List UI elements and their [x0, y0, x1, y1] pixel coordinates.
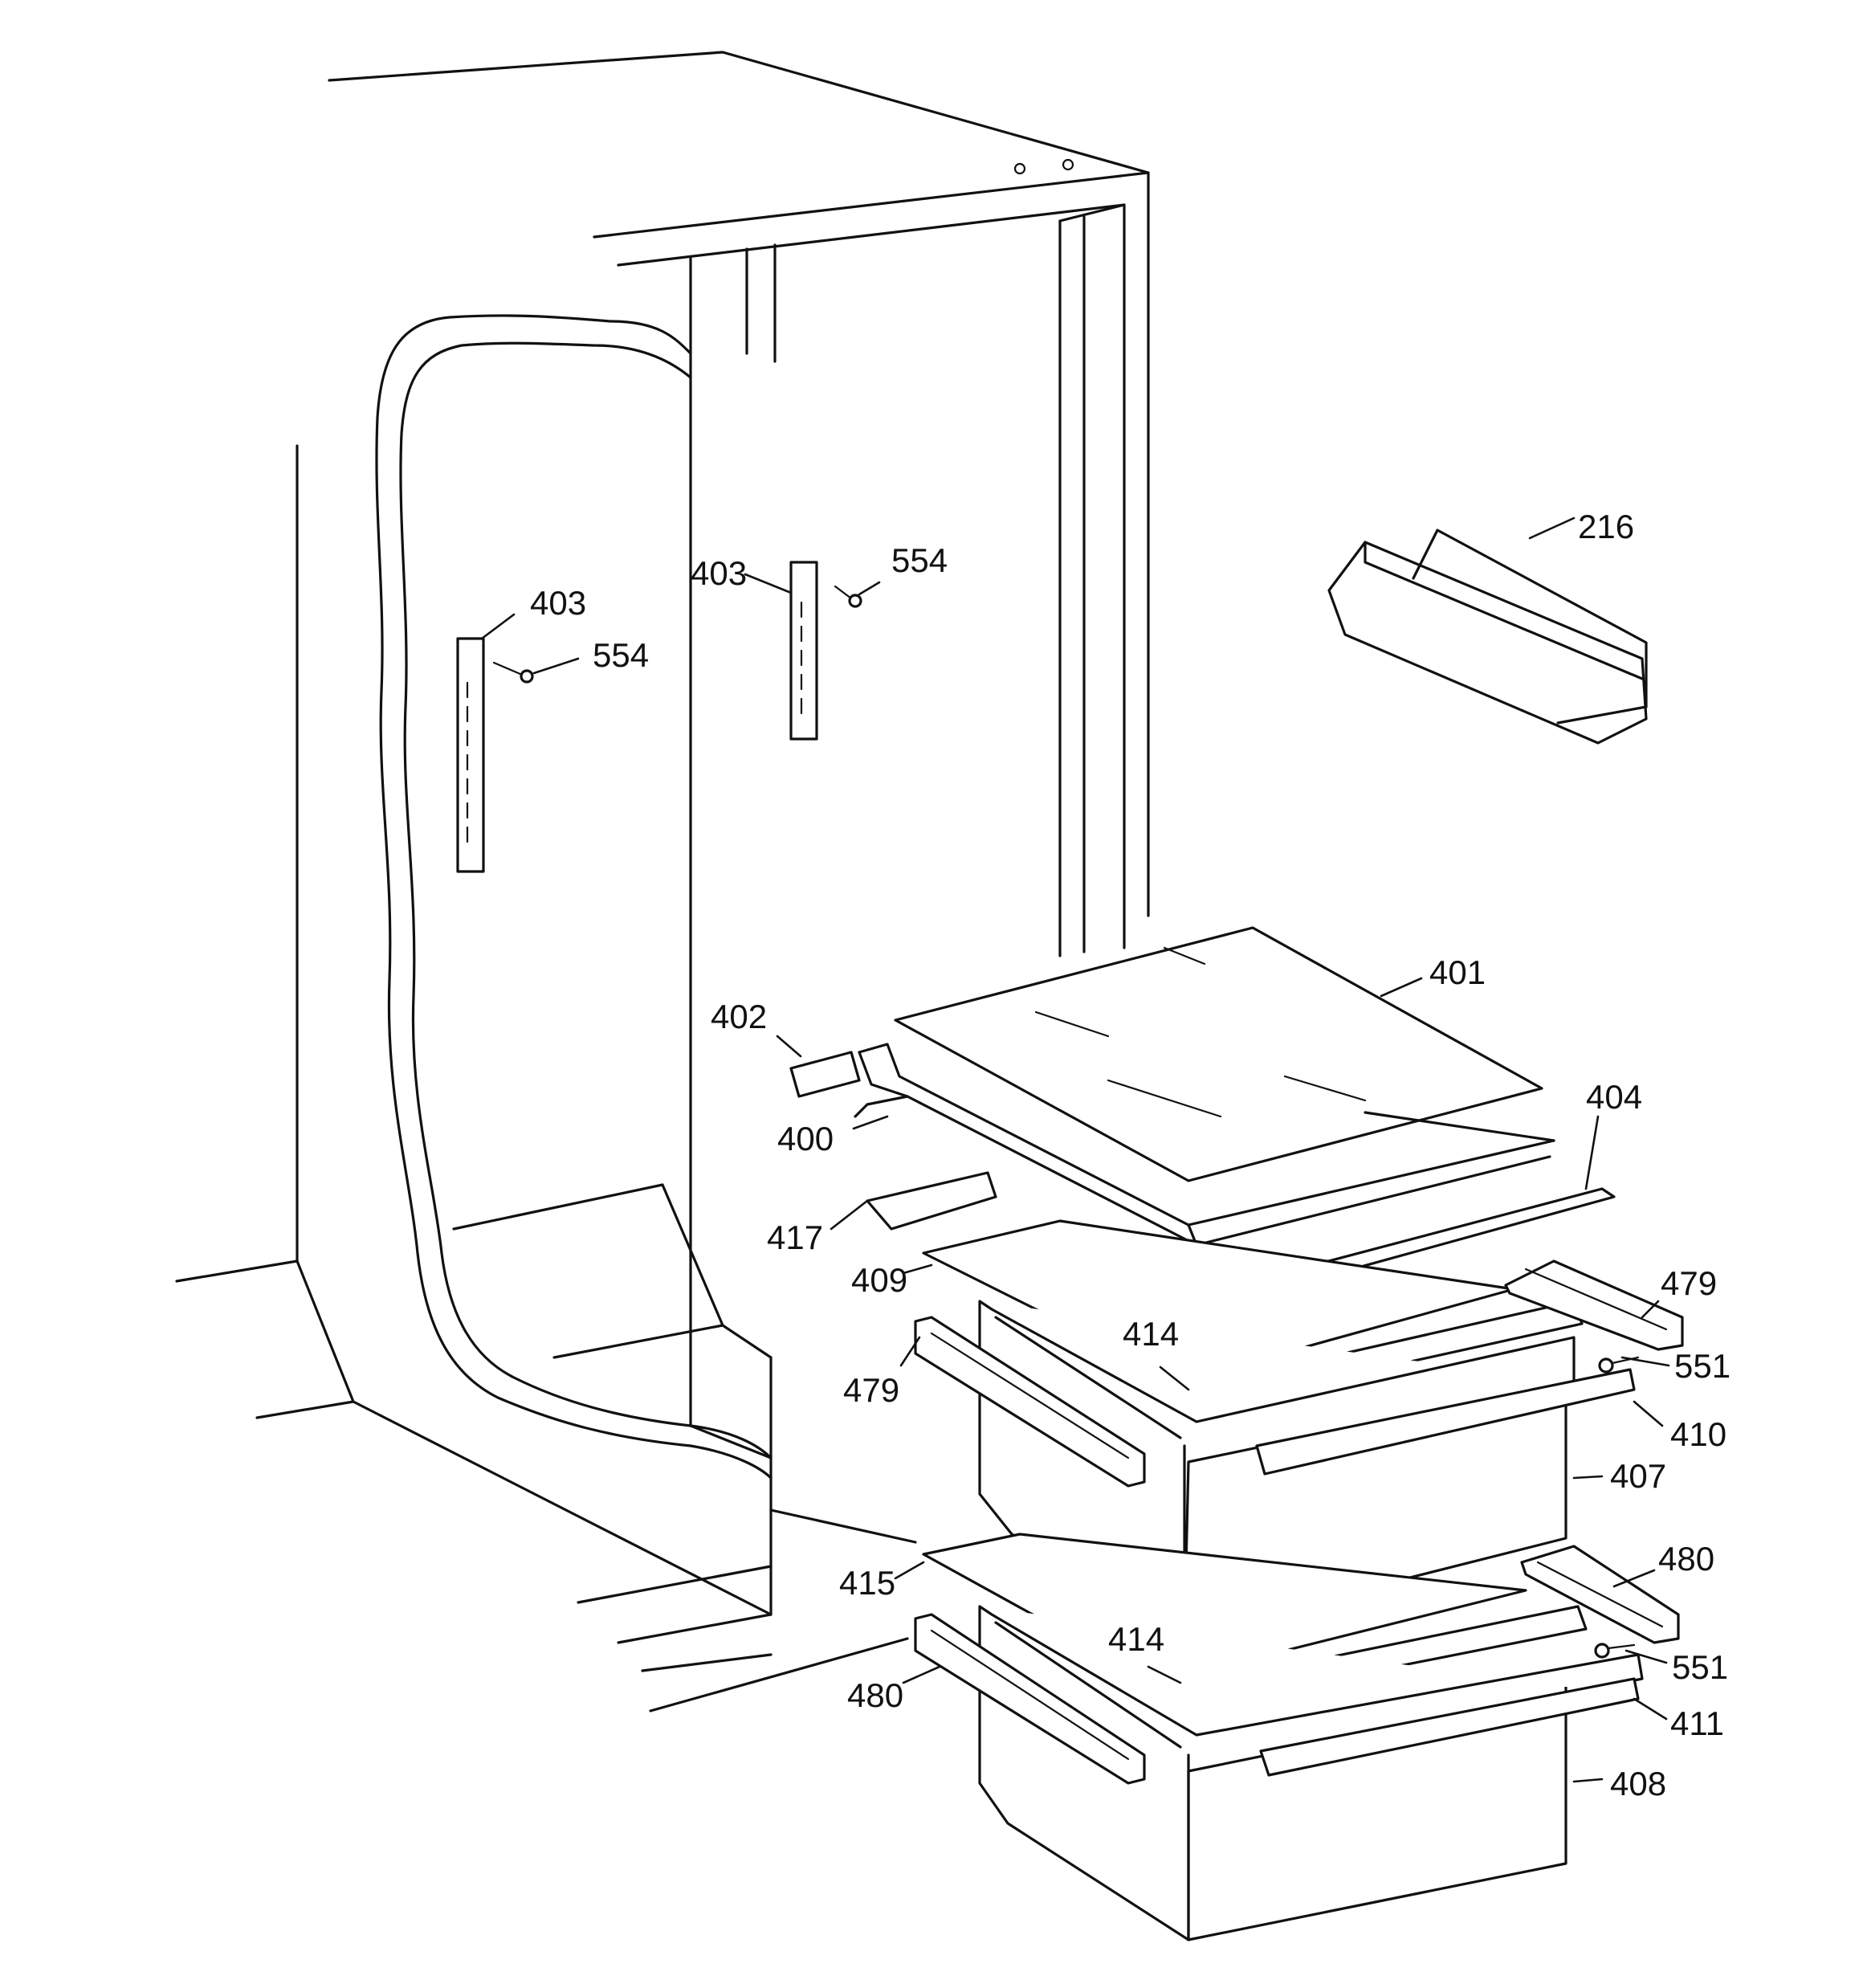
callout-479-left: 479 [843, 1371, 899, 1409]
shelf-support-pin [789, 1051, 861, 1098]
shelf-ladder-right [789, 561, 818, 741]
callout-554-right: 554 [891, 541, 948, 579]
shelf-clip [866, 1171, 997, 1231]
screw-upper-slide [1598, 1356, 1640, 1374]
callout-414-lower: 414 [1108, 1620, 1164, 1658]
callout-480-right: 480 [1658, 1540, 1714, 1578]
callout-408: 408 [1610, 1765, 1666, 1802]
shelf-ladder-left [456, 637, 485, 873]
upper-slide-left [914, 1316, 1146, 1488]
lower-drawer-handle [1259, 1677, 1640, 1777]
callout-216: 216 [1578, 508, 1634, 545]
cabinet [175, 51, 1150, 1712]
callout-404: 404 [1586, 1078, 1642, 1116]
callout-400: 400 [777, 1120, 834, 1157]
screw-right [834, 585, 862, 608]
screw-left [492, 661, 534, 684]
shelf-frame [854, 1043, 1555, 1247]
callout-411: 411 [1670, 1704, 1724, 1742]
glass-shelf [894, 926, 1543, 1182]
upper-slide-right [1504, 1259, 1684, 1351]
callout-401: 401 [1429, 953, 1486, 991]
callout-409: 409 [851, 1261, 907, 1299]
callout-417: 417 [767, 1219, 823, 1256]
callout-551-upper: 551 [1674, 1347, 1731, 1385]
callout-410: 410 [1670, 1415, 1726, 1453]
door-bin [1327, 529, 1648, 745]
lower-drawer [978, 1605, 1644, 1941]
callout-414-upper: 414 [1123, 1315, 1179, 1353]
callout-402: 402 [711, 998, 767, 1035]
callout-554-left: 554 [593, 636, 649, 674]
screw-lower-slide [1594, 1643, 1636, 1659]
callout-480-left: 480 [847, 1676, 903, 1714]
callout-403-right: 403 [691, 554, 747, 592]
callouts: 216 403 554 403 554 401 402 404 400 417 … [530, 508, 1731, 1802]
callout-407: 407 [1610, 1457, 1666, 1495]
lower-slide-right [1520, 1545, 1680, 1644]
callout-403-left: 403 [530, 584, 586, 622]
upper-drawer-handle [1255, 1368, 1636, 1476]
leader-lines [480, 516, 1670, 1783]
lower-slide-left [914, 1613, 1146, 1785]
callout-551-lower: 551 [1672, 1648, 1728, 1686]
callout-415: 415 [839, 1564, 895, 1602]
callout-479-right: 479 [1661, 1264, 1717, 1302]
